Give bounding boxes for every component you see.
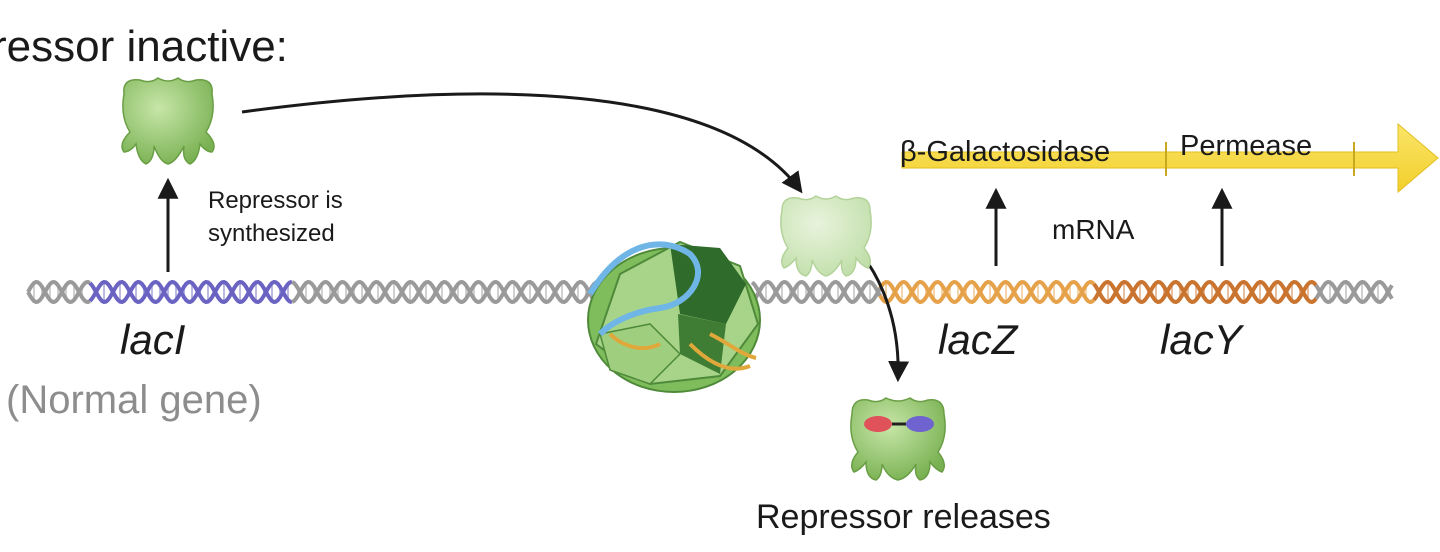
rna-polymerase	[587, 240, 761, 393]
repressor-binding-arrow	[241, 92, 803, 194]
repressor-protein	[121, 77, 215, 165]
inducer-red-molecule	[864, 416, 892, 432]
laci-gene-segment	[88, 279, 293, 305]
lacy-gene-segment	[1092, 279, 1318, 305]
beta-galactosidase-label: β-Galactosidase	[900, 136, 1111, 168]
repressor-synthesized-label: Repressor is synthesized	[208, 187, 343, 247]
dna-segment-spacer	[291, 279, 614, 305]
laci-gene-label: lacI	[120, 316, 186, 363]
dna-segment-downstream	[1314, 279, 1394, 305]
released-repressor-outline	[780, 195, 872, 277]
product-arrow	[901, 122, 1439, 194]
rna-transcript	[608, 332, 757, 371]
mrna-label: mRNA	[1052, 214, 1135, 245]
dna-double-helix	[26, 279, 1394, 305]
lacz-gene-label: lacZ	[938, 316, 1018, 363]
repressor-inducer-complex	[850, 397, 946, 481]
normal-gene-label: (Normal gene)	[6, 378, 262, 422]
inducer-blue-molecule	[906, 416, 934, 432]
operator-segment	[750, 279, 882, 305]
lacy-gene-label: lacY	[1160, 316, 1242, 363]
repressor-releases-label: Repressor releases	[756, 498, 1051, 536]
page-title: ressor inactive:	[0, 22, 288, 71]
dna-strand-in-polymerase	[587, 241, 701, 337]
permease-label: Permease	[1180, 130, 1313, 162]
dna-segment-upstream	[26, 279, 91, 305]
lacz-gene-segment	[878, 279, 1096, 305]
